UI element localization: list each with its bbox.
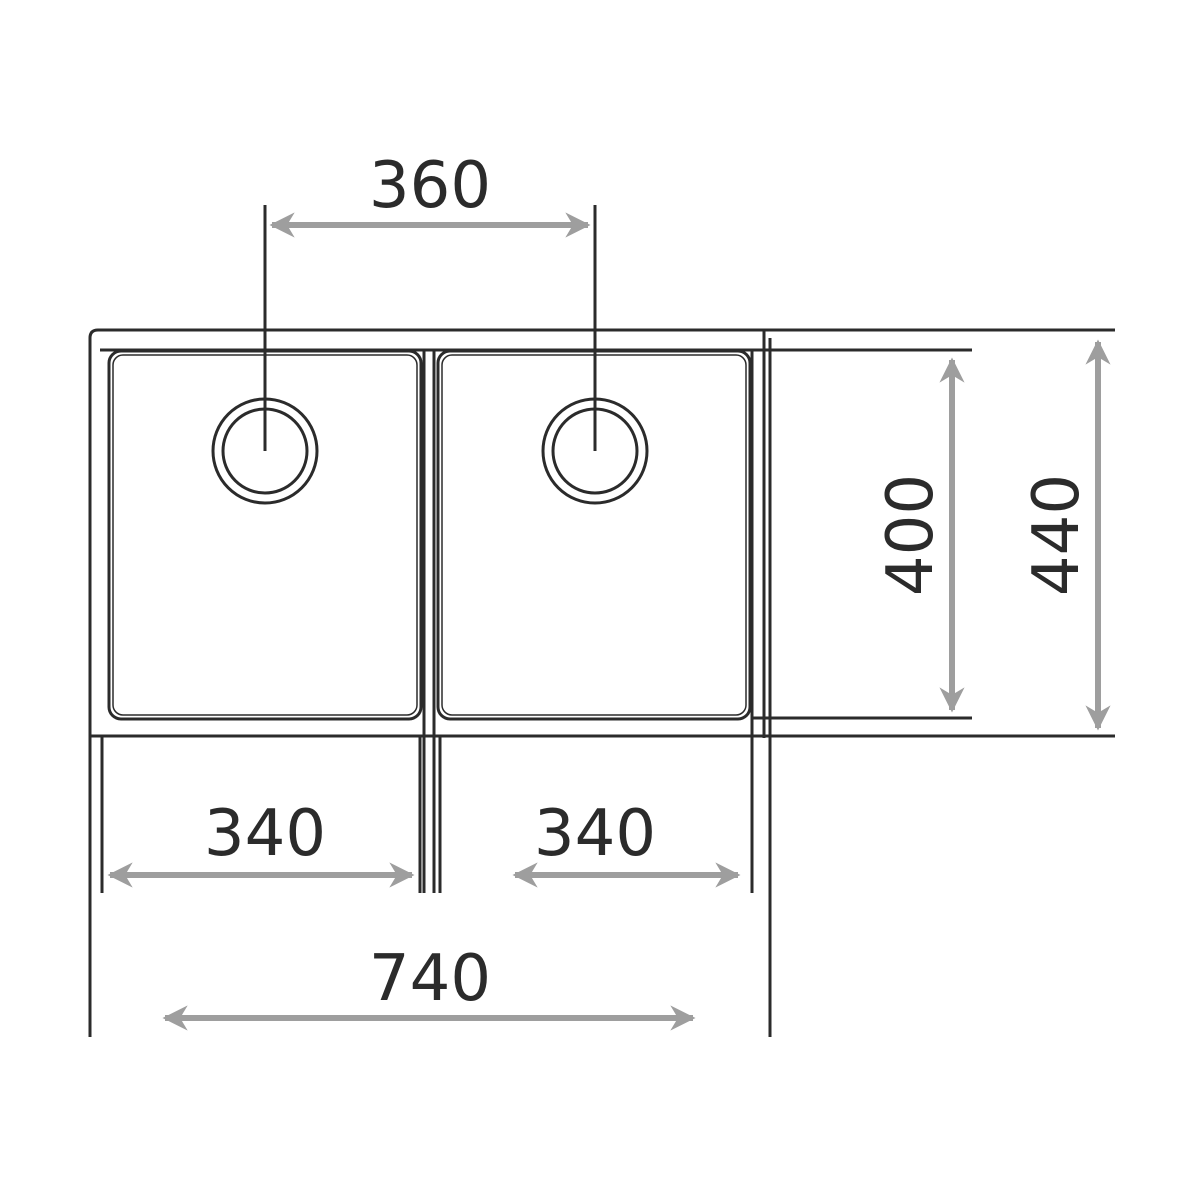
right-bowl bbox=[436, 205, 752, 721]
label-left-bowl-width: 340 bbox=[204, 797, 326, 871]
left-bowl bbox=[107, 205, 423, 721]
label-total-depth: 440 bbox=[1020, 474, 1094, 596]
label-bowl-depth: 400 bbox=[874, 474, 948, 596]
outer-frame bbox=[88, 328, 1115, 1037]
dimension-arrows bbox=[107, 212, 1111, 1031]
label-total-width: 740 bbox=[369, 942, 491, 1016]
sink-outline bbox=[88, 328, 1115, 1037]
label-drain-spacing: 360 bbox=[369, 149, 491, 223]
label-right-bowl-width: 340 bbox=[534, 797, 656, 871]
